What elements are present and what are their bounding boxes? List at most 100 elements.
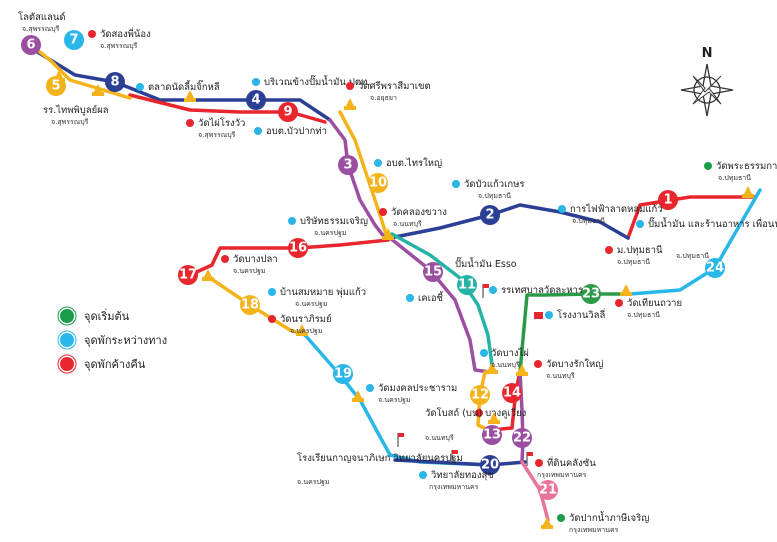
flag-icon (397, 433, 404, 447)
place-name: วัดศรีพราสีมาเขต (358, 80, 431, 92)
place-name: วัดบางไผ่ (491, 347, 529, 359)
stop-circle (240, 295, 260, 315)
stop-number: 17 (179, 268, 197, 283)
temple-icon (516, 364, 528, 376)
stop-20: 20 (480, 455, 500, 475)
rest-marker (366, 384, 374, 392)
route-segment-blue-east (388, 203, 630, 240)
legend-label: จุดพักค้างคืน (84, 358, 146, 371)
place-name: อบต.บัวปากท่า (266, 126, 327, 137)
stop-number: 23 (582, 287, 600, 302)
place-sub: จ.นนทบุรี (491, 361, 520, 369)
place-sub: จ.สุพรรณบุรี (22, 25, 60, 33)
stop-13: 13 (482, 425, 502, 445)
place-name: วิทยาลัยทองสุข (430, 470, 493, 481)
stop-number: 22 (513, 431, 531, 446)
stop-circle (502, 383, 522, 403)
stop-21: 21 (538, 480, 558, 500)
route-segment-lightblue-24 (628, 188, 762, 296)
place-name: ตลาดนัดลี้มจิ๊กหลี (148, 79, 220, 93)
stop-circle (21, 35, 41, 55)
place-sub: จ.นครปฐม (378, 396, 410, 404)
place-name: วัดพระธรรมกาย (716, 161, 777, 172)
flag-icon (451, 450, 458, 464)
place-name: ปั๊มน้ำมัน และร้านอาหาร เพื่อนน้องแพร (648, 216, 777, 230)
flag-icon (526, 452, 533, 466)
legend: จุดเริ่มต้น จุดพักระหว่างทาง จุดพักค้างค… (57, 306, 167, 374)
place-sub: จ.นนทบุรี (393, 220, 422, 228)
place-name: บริเวณข้างปั๊มน้ำมัน ปตท. (264, 74, 370, 88)
stop-number: 8 (110, 75, 119, 90)
place-sub: จ.ปทุมธานี (676, 252, 709, 260)
temple-icon (184, 90, 196, 102)
start-marker (704, 162, 712, 170)
stop-number: 14 (503, 386, 521, 401)
place-sub: จ.นนทบุรี (546, 372, 575, 380)
stop-24: 24 (705, 258, 725, 278)
route-segment-blue-north (29, 46, 332, 122)
place-sub: จ.นครปฐม (314, 229, 346, 237)
flag-markers (397, 284, 543, 466)
route-segment-purple-15 (388, 236, 492, 374)
place-sub: จ.นครปฐม (295, 300, 327, 308)
place-sub: จ.สุพรรณบุรี (100, 42, 138, 50)
route-lines (29, 43, 762, 522)
stop-number: 13 (483, 428, 501, 443)
place-name: ม.ปทุมธานี (617, 244, 663, 256)
place-sub: จ.นนทบุรี (425, 434, 454, 442)
legend-item-start: จุดเริ่มต้น (57, 306, 130, 326)
stop-16: 16 (288, 238, 308, 258)
stop-circle (538, 480, 558, 500)
temple-icon (486, 362, 498, 374)
place-sub: จ.นครปฐม (233, 267, 265, 275)
stop-18: 18 (240, 295, 260, 315)
place-name: วัดคลองขวาง (391, 207, 447, 218)
stop-circle (457, 275, 477, 295)
stop-number: 19 (334, 367, 352, 382)
stop-circle (64, 30, 84, 50)
place-labels: โลตัสแลนด์ จ.สุพรรณบุรี วัดสองพี่น้อง จ.… (18, 11, 777, 534)
temple-markers (53, 70, 754, 529)
stop-7: 7 (64, 30, 84, 50)
rest-marker (545, 311, 553, 319)
stop-9: 9 (278, 102, 298, 122)
stop-circle (470, 385, 490, 405)
temple-icon (344, 98, 356, 110)
place-sub: กรุงเทพมหานคร (429, 483, 479, 491)
place-sub: จ.ปทุมธานี (617, 258, 650, 266)
stop-5: 5 (46, 76, 66, 96)
stop-circle (480, 455, 500, 475)
place-name: วัดนราภิรมย์ (280, 313, 332, 325)
stop-circle (482, 425, 502, 445)
place-sub: จ.นครปฐม (290, 327, 322, 335)
stop-19: 19 (333, 364, 353, 384)
rest-marker (636, 220, 644, 228)
stop-6: 6 (21, 35, 41, 55)
stop-1: 1 (658, 190, 678, 210)
stop-circle (480, 205, 500, 225)
stop-number: 3 (343, 158, 352, 173)
stop-14: 14 (502, 383, 522, 403)
place-name: วัดมงคลประชาราม (378, 383, 457, 394)
route-segment-green-23 (518, 292, 632, 374)
overnight-marker (221, 255, 229, 263)
place-name: ปั๊มน้ำมัน Esso (455, 256, 517, 270)
overnight-marker (605, 246, 613, 254)
place-name: วัดบัวแก้วเกษร (464, 179, 524, 190)
stop-number: 4 (251, 93, 260, 108)
temple-icon (296, 324, 308, 336)
stop-number: 2 (485, 208, 494, 223)
rest-marker (374, 159, 382, 167)
stop-number: 16 (289, 241, 307, 256)
overnight-marker (88, 30, 96, 38)
stop-circle (705, 258, 725, 278)
place-name: เคเอชี้ (418, 291, 444, 304)
temple-icon (541, 517, 553, 529)
place-name: โลตัสแลนด์ (18, 11, 66, 23)
stop-8: 8 (105, 72, 125, 92)
place-sub: กรุงเทพมหานคร (569, 526, 619, 534)
place-sub: จ.ปทุมธานี (572, 217, 605, 225)
place-sub: จ.สุพรรณบุรี (51, 118, 89, 126)
rest-marker (268, 288, 276, 296)
stop-17: 17 (178, 265, 198, 285)
